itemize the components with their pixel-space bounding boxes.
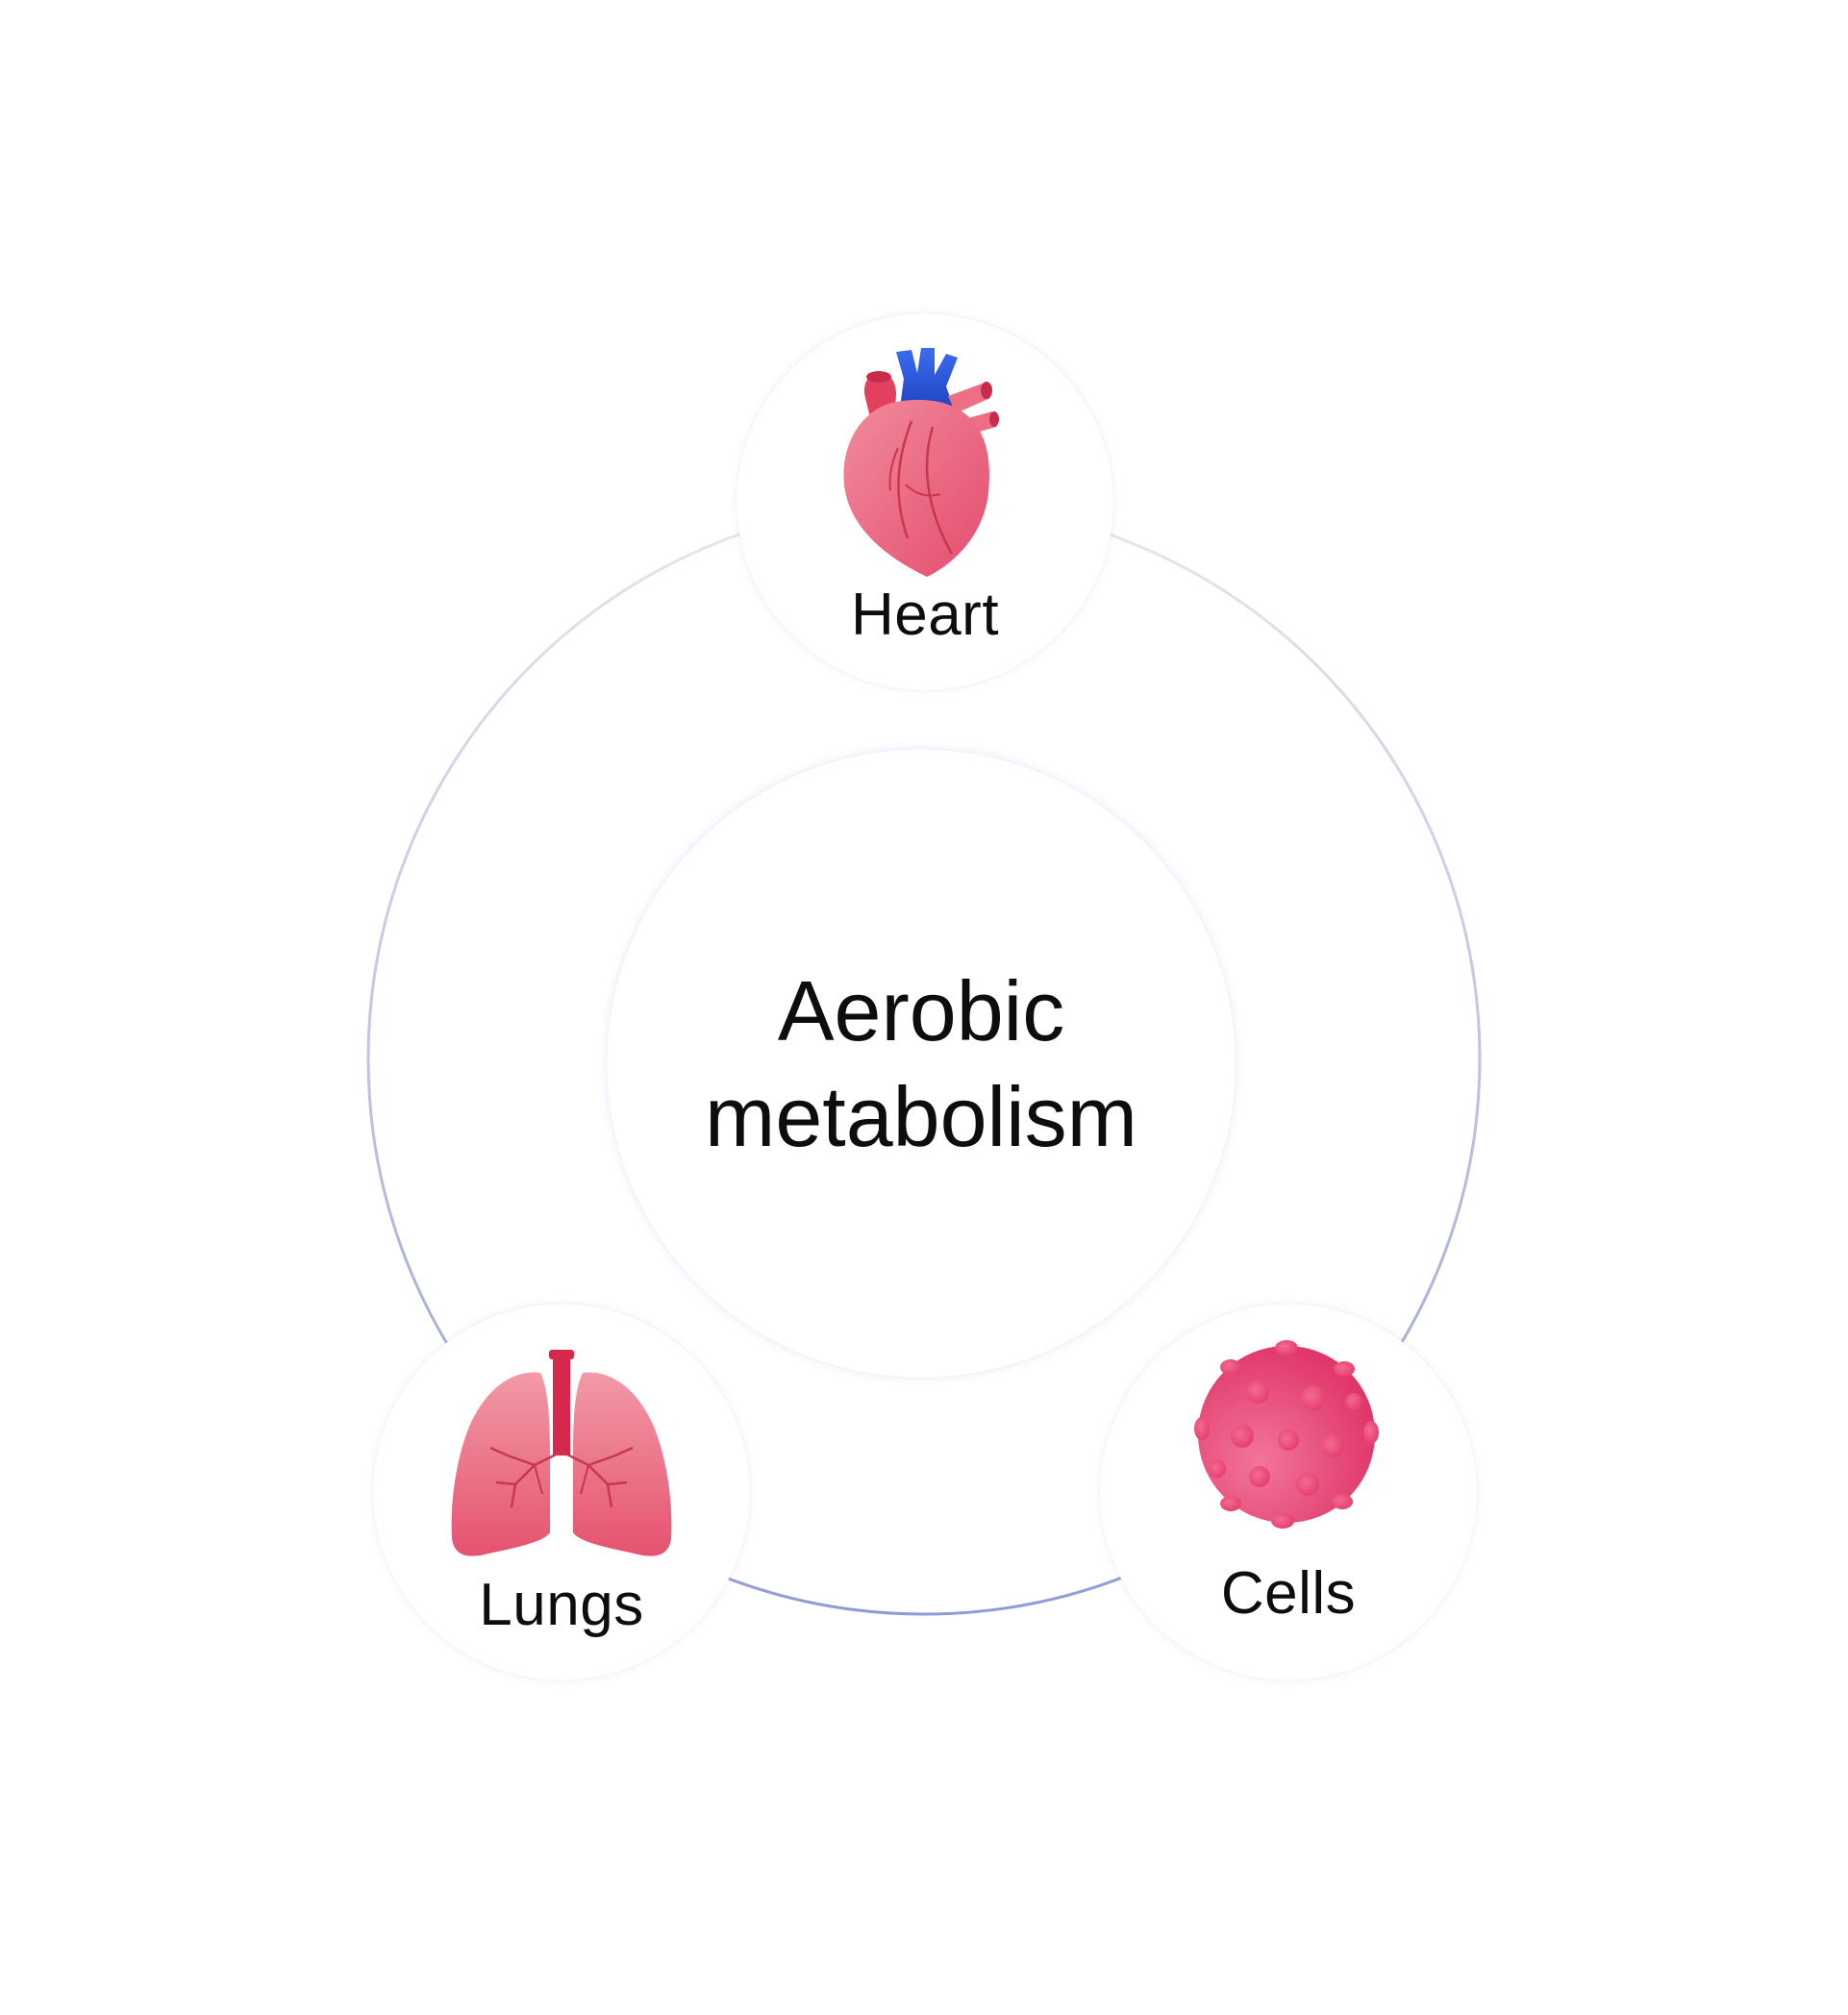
lungs-icon <box>451 1350 672 1556</box>
cells-label: Cells <box>1220 1560 1357 1627</box>
center-node: Aerobic metabolism <box>607 749 1236 1378</box>
heart-icon <box>843 348 999 577</box>
cell-icon <box>1194 1340 1379 1529</box>
center-title-line1: Aerobic <box>777 963 1065 1058</box>
center-title: Aerobic metabolism <box>607 958 1236 1170</box>
cells-node: Cells <box>1100 1304 1477 1680</box>
center-title-line2: metabolism <box>705 1069 1137 1164</box>
lungs-node: Lungs <box>373 1304 750 1680</box>
lungs-label: Lungs <box>479 1572 644 1638</box>
heart-node: Heart <box>737 313 1113 690</box>
heart-label: Heart <box>850 582 1000 648</box>
